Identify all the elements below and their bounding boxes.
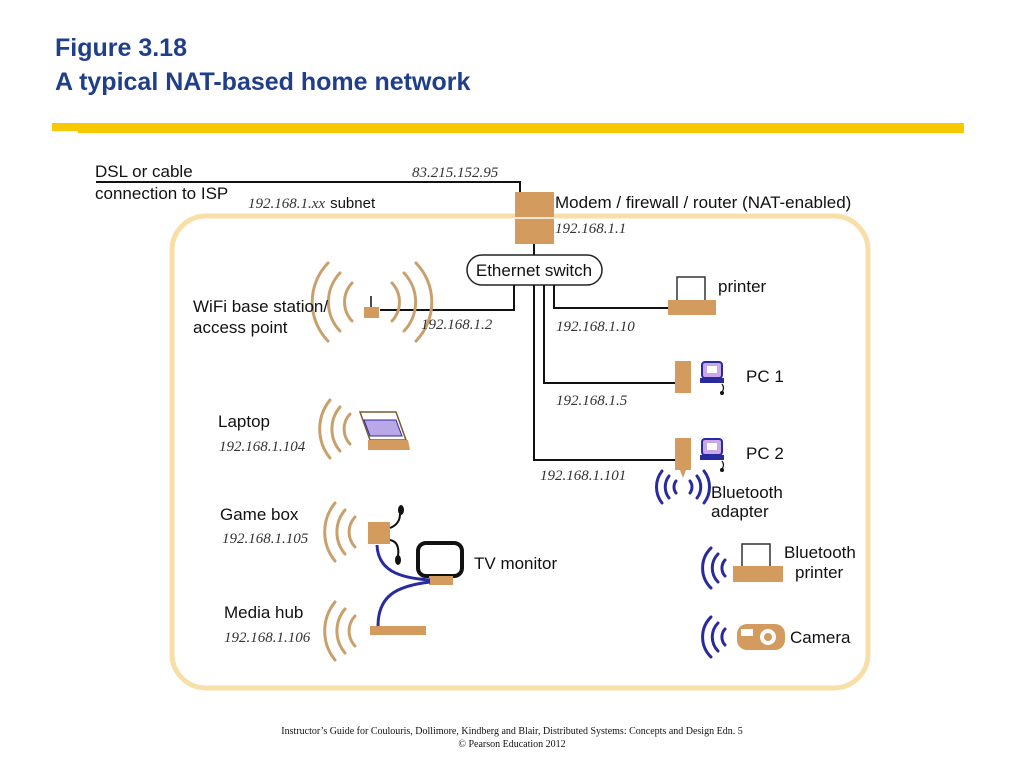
public-ip: 83.215.152.95 [412, 165, 499, 181]
game-box-label: Game box [220, 505, 299, 524]
pc1-icon [675, 361, 725, 395]
game-controller-icon-1 [398, 505, 404, 515]
bluetooth-printer-waves-icon [701, 546, 727, 590]
bt-printer-label-line1: Bluetooth [784, 543, 856, 562]
laptop-icon [358, 411, 410, 450]
media-hub-label: Media hub [224, 603, 303, 622]
figure-title: A typical NAT-based home network [55, 68, 471, 96]
game-controller-cord-2 [389, 539, 400, 557]
tv-monitor-label: TV monitor [474, 554, 557, 573]
game-controller-icon-2 [395, 555, 401, 565]
pc1-link [543, 285, 675, 384]
tv-monitor-icon [416, 541, 464, 585]
bluetooth-printer-icon [733, 543, 783, 582]
camera-label: Camera [790, 628, 851, 647]
pc2-label: PC 2 [746, 444, 784, 463]
pc2-icon [675, 438, 725, 478]
footer-citation: Instructor’s Guide for Coulouris, Dollim… [281, 726, 743, 737]
media-hub-waves-icon [323, 600, 357, 662]
subnet-suffix: subnet [330, 195, 376, 212]
game-controller-cord-1 [389, 513, 401, 529]
isp-label-line2: connection to ISP [95, 184, 228, 203]
access-point-icon [364, 307, 379, 318]
footer-copyright: © Pearson Education 2012 [458, 739, 566, 750]
isp-label-line1: DSL or cable [95, 162, 193, 181]
camera-waves-icon [701, 615, 727, 659]
bt-printer-label-line2: printer [795, 563, 844, 582]
wifi-label-line2: access point [193, 318, 288, 337]
title-rule-bar [78, 123, 964, 133]
printer-icon [668, 276, 716, 315]
media-hub-ip: 192.168.1.106 [224, 630, 311, 646]
printer-ip: 192.168.1.10 [556, 319, 635, 335]
game-box-ip: 192.168.1.105 [222, 531, 309, 547]
isp-line [96, 181, 521, 192]
pc2-ip: 192.168.1.101 [540, 468, 626, 484]
laptop-ip: 192.168.1.104 [219, 439, 306, 455]
wifi-ip: 192.168.1.2 [421, 317, 493, 333]
laptop-waves-icon [318, 398, 352, 460]
camera-icon [737, 624, 785, 650]
wifi-waves-icon [310, 261, 434, 343]
game-box-icon [368, 522, 390, 544]
pc2-link [533, 285, 675, 461]
figure-number: Figure 3.18 [55, 34, 187, 62]
pc1-ip: 192.168.1.5 [556, 393, 628, 409]
game-box-waves-icon [323, 501, 357, 563]
title-rule-tab [52, 123, 80, 131]
printer-label: printer [718, 277, 767, 296]
bt-adapter-label-line2: adapter [711, 502, 769, 521]
media-hub-tv-cable [376, 580, 431, 627]
bt-adapter-label-line1: Bluetooth [711, 483, 783, 502]
router-ip: 192.168.1.1 [555, 221, 626, 237]
game-box-tv-cable [375, 544, 431, 582]
media-hub-icon [370, 626, 426, 635]
pc1-label: PC 1 [746, 367, 784, 386]
ethernet-switch-label: Ethernet switch [476, 261, 592, 280]
title-rule [52, 123, 964, 133]
laptop-label: Laptop [218, 412, 270, 431]
router-label: Modem / firewall / router (NAT-enabled) [555, 193, 851, 212]
wifi-link [380, 285, 515, 311]
subnet-ip: 192.168.1.xx [248, 196, 325, 212]
wifi-label-line1: WiFi base station/ [193, 297, 328, 316]
bluetooth-adapter-waves-icon [655, 469, 711, 505]
subnet-label: 192.168.1.xx subnet [248, 195, 376, 212]
printer-link [553, 285, 670, 309]
